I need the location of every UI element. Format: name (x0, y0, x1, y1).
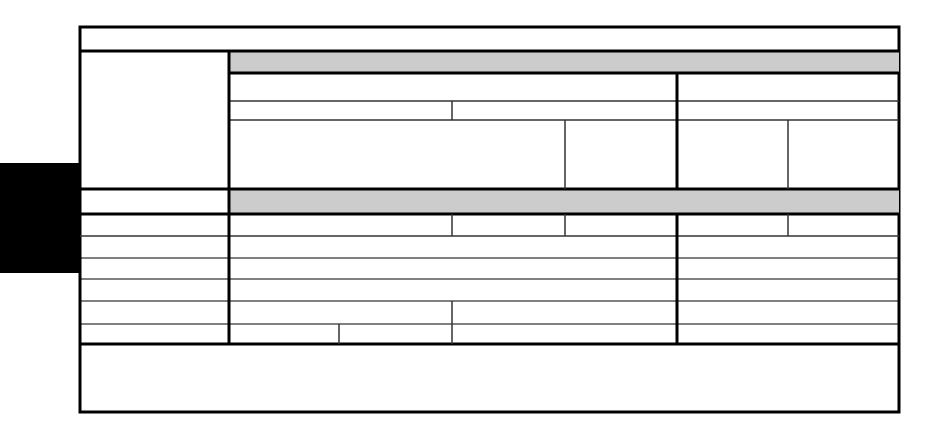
section-1-header-band (230, 52, 899, 72)
section-2-header-band (230, 190, 899, 213)
form-outer-border (78, 25, 901, 414)
side-tab-block (0, 163, 79, 273)
